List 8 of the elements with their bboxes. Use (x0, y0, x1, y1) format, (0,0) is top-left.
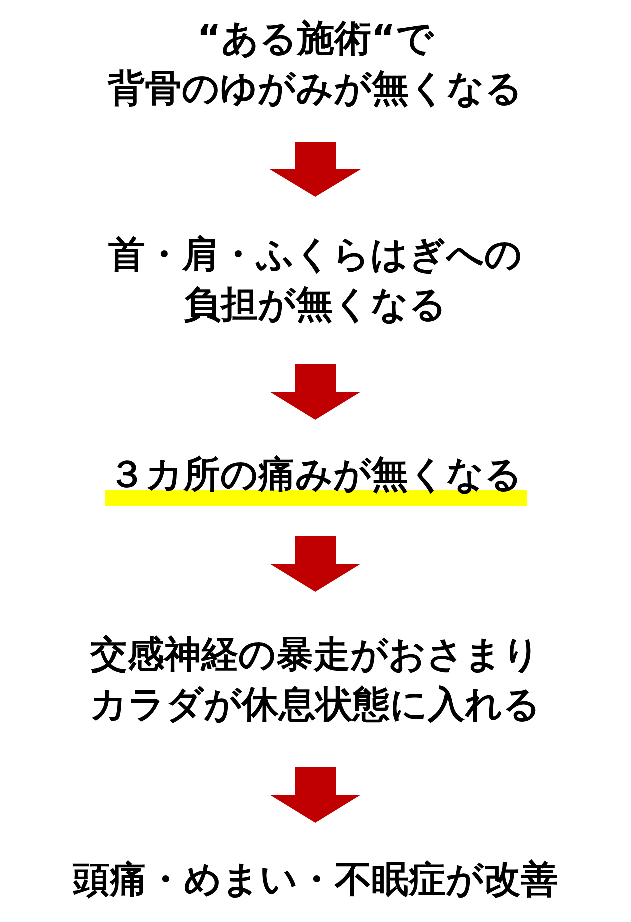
step-text: 首・肩・ふくらはぎへの負担が無くなる (108, 233, 522, 326)
step-text: “ある施術“で背骨のゆがみが無くなる (108, 17, 523, 110)
block-arrow (270, 142, 361, 197)
block-arrow (270, 364, 361, 420)
block-arrow (270, 767, 361, 823)
step-text: 交感神経の暴走がおさまりカラダが休息状態に入れる (90, 633, 541, 726)
step-text: 頭痛・めまい・不眠症が改善 (73, 858, 558, 901)
block-arrow (270, 536, 361, 592)
